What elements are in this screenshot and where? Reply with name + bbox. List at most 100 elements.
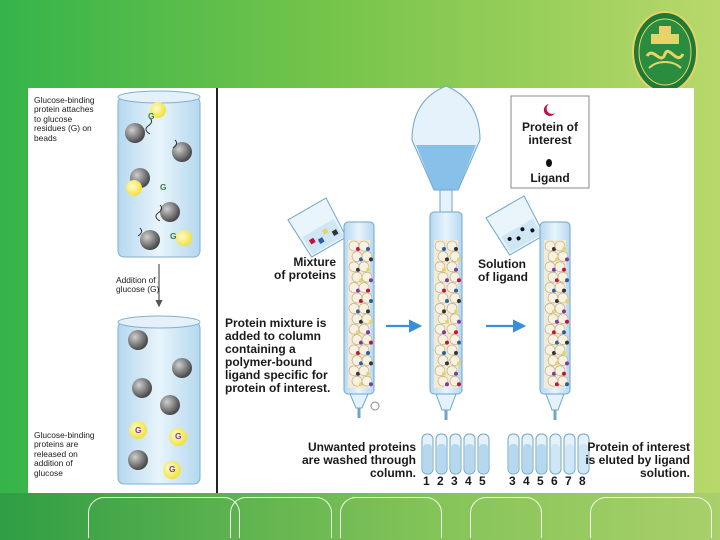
protein-particle	[369, 382, 373, 387]
footer-decoration	[470, 497, 542, 538]
tube-liquid	[509, 444, 518, 473]
tube-number: 8	[579, 474, 586, 488]
protein-particle	[442, 288, 446, 293]
protein-particle	[356, 351, 360, 355]
protein-particle	[366, 309, 370, 314]
column-packing	[348, 240, 569, 387]
mixture-label: Mixture of proteins	[274, 255, 336, 282]
protein-particle	[565, 278, 569, 283]
tube-number: 2	[437, 474, 444, 488]
protein-particle	[457, 361, 461, 366]
tube-liquid	[523, 444, 532, 473]
protein-particle	[454, 351, 458, 355]
protein-particle	[356, 309, 360, 314]
ligand-icon	[546, 159, 552, 167]
protein-particle	[366, 351, 370, 355]
protein-particle	[445, 257, 449, 262]
glucose-label: G	[135, 425, 142, 435]
protein-particle	[366, 371, 370, 376]
protein-particle	[445, 319, 449, 324]
tube-number: 5	[479, 474, 486, 488]
protein-particle	[457, 299, 461, 303]
protein-particle	[359, 382, 363, 387]
protein-particle	[356, 288, 360, 293]
protein-particle	[565, 319, 569, 324]
protein-particle	[366, 288, 370, 293]
protein-particle	[445, 382, 449, 387]
protein-particle	[445, 278, 449, 283]
upper-bead-cylinder	[117, 90, 201, 258]
mixture-beaker	[287, 197, 347, 258]
protein-particle	[454, 309, 458, 314]
tube-number: 3	[509, 474, 516, 488]
footer-decoration	[230, 497, 332, 538]
glucose-label: G	[148, 111, 155, 121]
protein-particle	[565, 340, 569, 345]
protein-particle	[555, 257, 559, 262]
tube-number: 1	[423, 474, 430, 488]
solution-label: Solution of ligand	[478, 257, 528, 284]
protein-particle	[356, 371, 360, 376]
tube-liquid	[551, 444, 560, 473]
protein-particle	[562, 330, 566, 335]
unwanted-label: Unwanted proteins are washed through col…	[301, 440, 416, 480]
protein-particle	[442, 330, 446, 335]
protein-particle	[555, 299, 559, 303]
ligand-beaker	[485, 195, 545, 256]
protein-particle	[457, 319, 461, 324]
protein-particle	[555, 340, 559, 345]
protein-particle	[356, 247, 360, 251]
protein-particle	[454, 371, 458, 376]
protein-particle	[454, 247, 458, 251]
protein-particle	[562, 309, 566, 314]
protein-particle	[555, 382, 559, 387]
protein-particle	[366, 330, 370, 335]
protein-particle	[457, 382, 461, 387]
tube-liquid	[451, 444, 460, 473]
protein-particle	[369, 319, 373, 324]
glucose-label: G	[170, 231, 177, 241]
glucose-label: G	[160, 182, 167, 192]
protein-particle	[445, 361, 449, 366]
protein-particle	[442, 371, 446, 376]
protein-particle	[359, 319, 363, 324]
protein-particle	[562, 288, 566, 293]
protein-particle	[552, 267, 556, 272]
collection-tubes	[421, 433, 590, 475]
footer-decoration	[340, 497, 442, 538]
protein-particle	[359, 340, 363, 345]
legend-box	[510, 95, 590, 189]
figure-divider	[216, 88, 218, 493]
protein-particle	[442, 267, 446, 272]
protein-particle	[359, 299, 363, 303]
tube-number: 7	[565, 474, 572, 488]
tube-liquid	[437, 444, 446, 473]
protein-particle	[369, 278, 373, 283]
protein-particle	[366, 267, 370, 272]
tube-number: 3	[451, 474, 458, 488]
protein-particle	[442, 351, 446, 355]
protein-particle	[565, 382, 569, 387]
protein-of-interest-icon	[543, 104, 555, 116]
protein-particle	[457, 278, 461, 283]
protein-particle	[369, 299, 373, 303]
tube-liquid	[423, 444, 432, 473]
protein-particle	[445, 299, 449, 303]
protein-particle	[552, 247, 556, 251]
footer-decoration	[88, 497, 240, 538]
protein-particle	[359, 257, 363, 262]
protein-particle	[356, 330, 360, 335]
protein-particle	[552, 371, 556, 376]
protein-particle	[552, 309, 556, 314]
protein-particle	[555, 361, 559, 366]
protein-particle	[555, 278, 559, 283]
tube-liquid	[465, 444, 474, 473]
tube-liquid	[537, 444, 546, 473]
caption-addition: Addition of glucose (G)	[116, 275, 160, 295]
legend-ligand-label: Ligand	[530, 171, 570, 185]
tube-liquid	[479, 444, 488, 473]
protein-particle	[562, 267, 566, 272]
legend-protein-label: Protein of interest	[522, 120, 578, 147]
protein-particle	[562, 247, 566, 251]
